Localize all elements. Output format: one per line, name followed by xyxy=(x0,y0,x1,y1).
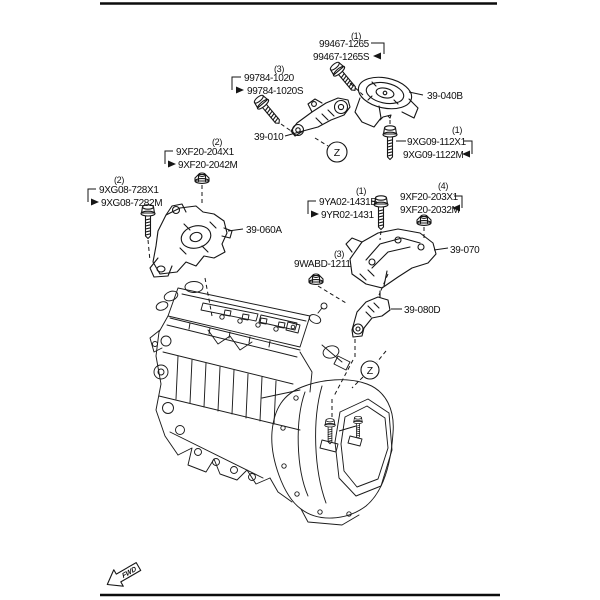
part-39-010-bracket xyxy=(290,97,351,137)
assembly-dashed-lines xyxy=(147,82,425,418)
part-ref-39-080d: 39-080D xyxy=(404,305,440,316)
nut-icon-9xf20-203 xyxy=(416,214,432,226)
part-number-9ya02-1431b: 9YA02-1431B xyxy=(319,197,377,208)
engine-illustration xyxy=(149,281,394,526)
part-ref-39-040b: 39-040B xyxy=(427,91,463,102)
part-number-9xf20-204x1: 9XF20-204X1 xyxy=(176,147,235,158)
part-ref-39-060a: 39-060A xyxy=(246,225,282,236)
bolt-icon-99467 xyxy=(327,59,361,96)
stud-bolt-icon-1 xyxy=(324,418,336,445)
z2-label: Z xyxy=(367,365,374,377)
view-symbol-z1: Z xyxy=(326,141,348,163)
part-number-9xf20-2042m: 9XF20-2042M xyxy=(178,160,238,171)
bolt-icon-9xg09 xyxy=(382,125,398,161)
qty-9wabd: (3) xyxy=(334,249,344,259)
qty-9xf20-204: (2) xyxy=(212,137,222,147)
nut-icon-9wabd xyxy=(308,273,324,285)
fwd-label: FWD xyxy=(121,566,137,580)
part-39-070-mount xyxy=(345,228,437,289)
part-number-99784-1020: 99784-1020 xyxy=(244,73,295,84)
part-number-9xf20-2032m: 9XF20-2032M xyxy=(400,205,460,216)
part-number-9xg08-7282m: 9XG08-7282M xyxy=(101,198,162,209)
bolt-icon-9xg08 xyxy=(140,204,156,240)
leader-lines xyxy=(227,91,449,432)
oil-cap xyxy=(184,281,204,293)
qty-9xf20-203: (4) xyxy=(438,181,448,191)
qty-99467: (1) xyxy=(351,31,361,41)
part-number-9wabd-1211: 9WABD-1211 xyxy=(294,259,351,270)
z1-label: Z xyxy=(334,147,341,159)
callout-brackets xyxy=(87,42,473,218)
part-number-9xg09-1122m: 9XG09-1122M xyxy=(403,150,463,161)
part-number-9yr02-1431: 9YR02-1431 xyxy=(321,210,374,221)
qty-9ya02: (1) xyxy=(356,186,366,196)
view-symbol-z2: Z xyxy=(360,360,380,380)
part-number-99467-1265: 99467-1265 xyxy=(319,39,370,50)
part-number-99784-1020s: 99784-1020S xyxy=(247,86,304,97)
fwd-direction-arrow: FWD xyxy=(106,562,142,587)
part-39-080d-bracket xyxy=(351,290,391,338)
part-number-99467-1265s: 99467-1265S xyxy=(313,52,370,63)
part-number-9xg08-728x1: 9XG08-728X1 xyxy=(99,185,159,196)
part-number-9xg09-112x1: 9XG09-112X1 xyxy=(407,137,467,148)
qty-9xg09: (1) xyxy=(452,125,462,135)
part-number-9xf20-203x1: 9XF20-203X1 xyxy=(400,192,459,203)
qty-9xg08: (2) xyxy=(114,175,124,185)
part-39-060a-mount xyxy=(149,203,233,278)
part-39-040b-mount xyxy=(354,76,419,128)
nut-icon-9xf20-204 xyxy=(194,172,210,184)
bolt-icon-99784 xyxy=(251,92,285,129)
qty-99784: (3) xyxy=(274,64,284,74)
part-ref-39-070: 39-070 xyxy=(450,245,480,256)
frame xyxy=(100,2,500,597)
part-ref-39-010: 39-010 xyxy=(254,132,284,143)
stud-bolt-icon-2 xyxy=(353,415,363,439)
